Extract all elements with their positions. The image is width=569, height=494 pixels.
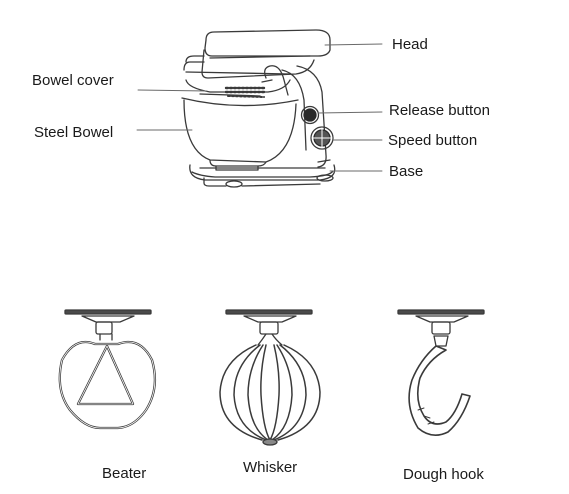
label-base: Base bbox=[389, 163, 424, 180]
stand-mixer bbox=[181, 29, 336, 188]
label-whisker: Whisker bbox=[243, 459, 298, 476]
leader-release-button bbox=[317, 111, 383, 114]
label-release-button: Release button bbox=[389, 102, 490, 119]
leader-lines bbox=[136, 43, 383, 172]
beater-drawing bbox=[58, 309, 157, 430]
label-beater: Beater bbox=[102, 465, 147, 482]
label-head: Head bbox=[392, 36, 428, 53]
leader-bowel-cover bbox=[137, 89, 208, 92]
mixer-base bbox=[189, 159, 336, 188]
whisker-drawing bbox=[219, 309, 321, 446]
mixer-head bbox=[201, 29, 331, 79]
label-bowel-cover: Bowel cover bbox=[32, 72, 114, 89]
dough-hook-drawing bbox=[397, 309, 485, 436]
bowl-cover bbox=[183, 55, 291, 98]
label-speed-button: Speed button bbox=[388, 132, 478, 149]
label-steel-bowel: Steel Bowel bbox=[34, 124, 114, 141]
speed-knob bbox=[310, 126, 334, 150]
steel-bowl bbox=[181, 97, 299, 171]
leader-head bbox=[324, 43, 383, 46]
release-button bbox=[300, 105, 320, 125]
label-dough-hook: Dough hook bbox=[403, 466, 484, 483]
